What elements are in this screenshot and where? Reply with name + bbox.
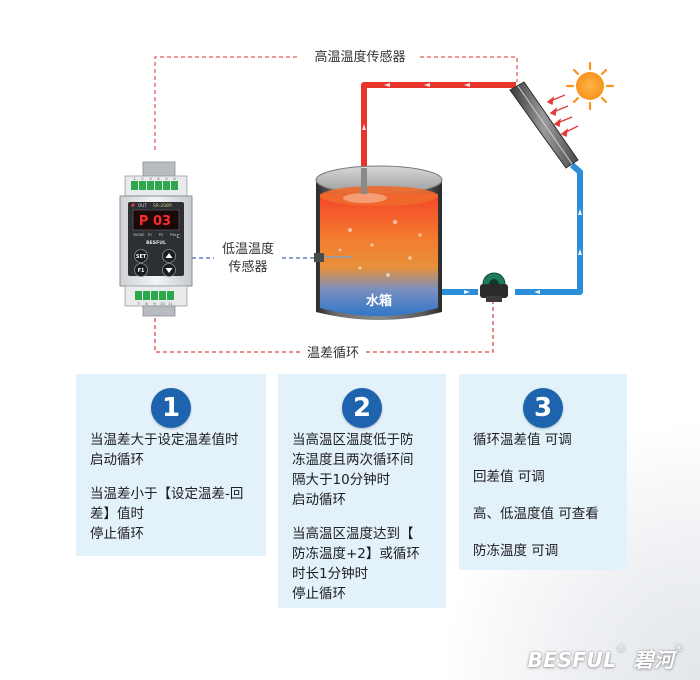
panel-line: 循环温差值 可调 (473, 432, 572, 448)
brand-logo-latin: BESFUL (527, 648, 617, 672)
panel-line: 当温差小于【设定温差-回 (90, 486, 244, 502)
panel-line: 当高温区温度达到【 (292, 526, 414, 542)
controller-model-tag: SR-208R (153, 203, 172, 209)
info-panel-1: 1 当温差大于设定温差值时启动循环当温差小于【设定温差-回差】值时停止循环 (76, 374, 266, 556)
panel-number-badge: 1 (151, 388, 191, 428)
panel-line: 启动循环 (292, 492, 346, 508)
controller-brand: BESFUL (146, 240, 166, 246)
panel-line: 防冻温度 可调 (473, 543, 559, 559)
terminal-number: 3 (149, 177, 151, 181)
temp-diff-cycle-line (154, 302, 494, 353)
low-temp-sensor-label-line1: 低温温度 (222, 241, 274, 257)
controller-indicator-label: P2 (159, 233, 163, 237)
controller-indicator-label: P1 (148, 233, 152, 237)
panel-number-badge: 2 (342, 388, 382, 428)
panel-line: 时长1分钟时 (292, 566, 369, 582)
panel-line: 当高温区温度低于防 (292, 432, 414, 448)
panel-line: 回差值 可调 (473, 469, 545, 485)
panel-line: 防冻温度+2】或循环 (292, 546, 420, 562)
controller-f1-button[interactable]: F1 (134, 263, 148, 277)
terminal-number: 6 (173, 177, 176, 181)
controller-top-terminal-numbers: 1 2 3 4 5 6 (133, 177, 176, 181)
cold-pipe (440, 162, 583, 295)
hot-pipe (361, 82, 516, 180)
high-temp-sensor-label: 高温温度传感器 (314, 49, 405, 65)
terminal-number: 2 (141, 177, 143, 181)
panel-text-lines: 当温差大于设定温差值时启动循环当温差小于【设定温差-回差】值时停止循环 (90, 430, 256, 544)
panel-line-gap (292, 510, 436, 524)
water-tank-label: 水箱 (366, 293, 392, 309)
info-panel-2: 2 当高温区温度低于防冻温度且两次循环间隔大于10分钟时启动循环当高温区温度达到… (278, 374, 446, 608)
controller-set-label: SET (136, 254, 147, 260)
panel-line: 当温差大于设定温差值时 (90, 432, 239, 448)
temp-diff-cycle-label: 温差循环 (307, 346, 359, 361)
sun-rays (546, 94, 579, 138)
low-temp-sensor-label-line2: 传感器 (228, 259, 267, 275)
panel-line: 高、低温度值 可查看 (473, 506, 599, 522)
controller-f1-label: F1 (138, 268, 145, 274)
panel-line: 冻温度且两次循环间 (292, 452, 414, 468)
panel-text-lines: 当高温区温度低于防冻温度且两次循环间隔大于10分钟时启动循环当高温区温度达到【防… (292, 430, 436, 604)
high-temp-sensor-line (154, 56, 518, 150)
terminal-number: 4 (157, 177, 160, 181)
brand-logo-reg: ® (616, 644, 627, 654)
panel-line: 停止循环 (292, 586, 346, 602)
controller-display: P 03 (139, 214, 171, 229)
panel-line: 停止循环 (90, 526, 144, 542)
terminal-number: 1 (133, 177, 135, 181)
panel-line: 启动循环 (90, 452, 144, 468)
sun-icon (565, 61, 615, 111)
terminal-number: 7 (137, 302, 139, 306)
controller-set-button[interactable]: SET (134, 249, 148, 263)
brand-logo: BESFUL® 碧河® (527, 644, 684, 672)
controller-down-button[interactable] (162, 263, 176, 277)
controller-indicator-label: MODE (134, 233, 146, 237)
pump-icon (480, 272, 508, 302)
brand-logo-chinese: 碧河 (633, 648, 675, 672)
chevron-up-icon (165, 253, 173, 258)
info-panel-3: 3 循环温差值 可调回差值 可调高、低温度值 可查看防冻温度 可调 (459, 374, 627, 570)
controller-unit: °C (174, 234, 181, 240)
solar-collector-icon (509, 81, 579, 169)
panel-number-badge: 3 (523, 388, 563, 428)
panel-text-lines: 循环温差值 可调回差值 可调高、低温度值 可查看防冻温度 可调 (473, 430, 617, 578)
chevron-down-icon (165, 268, 173, 273)
controller-indicator-label: P3 (170, 233, 174, 237)
controller-icon (119, 161, 193, 317)
terminal-number: 5 (165, 177, 167, 181)
brand-logo-reg-2: ® (674, 644, 684, 654)
panel-line: 差】值时 (90, 506, 144, 522)
water-tank-icon (315, 165, 443, 320)
panel-line: 隔大于10分钟时 (292, 472, 391, 488)
panel-line-gap (90, 470, 256, 484)
terminal-number: 9 (153, 302, 156, 306)
controller-out-label: OUT (138, 203, 147, 208)
terminal-number: 11 (168, 302, 173, 306)
controller-up-button[interactable] (162, 249, 176, 263)
terminal-number: 10 (160, 302, 165, 306)
low-temp-sensor-probe (314, 253, 352, 262)
terminal-number: 8 (145, 302, 148, 306)
